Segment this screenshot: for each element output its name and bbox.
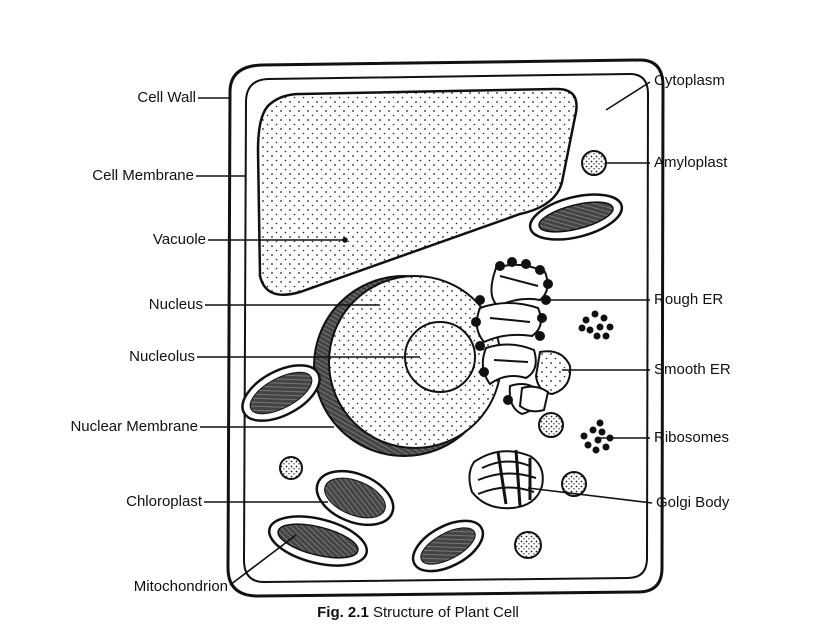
- label-nuclear-membrane: Nuclear Membrane: [70, 418, 198, 435]
- vesicle: [538, 412, 564, 438]
- label-golgi-body: Golgi Body: [656, 494, 730, 511]
- vesicle: [561, 471, 587, 497]
- mitochondrion: [267, 515, 369, 567]
- cell-wall: [226, 58, 665, 598]
- chloroplast: [315, 469, 395, 527]
- label-nucleolus: Nucleolus: [129, 348, 195, 365]
- vesicle: [514, 531, 542, 559]
- vesicle: [279, 456, 303, 480]
- cell-membrane: [242, 72, 650, 584]
- label-vacuole: Vacuole: [152, 231, 206, 248]
- label-chloroplast: Chloroplast: [126, 493, 202, 510]
- ribosome-cluster-upper: [578, 310, 614, 340]
- mitochondrion-top-right: [528, 193, 624, 241]
- label-mitochondrion: Mitochondrion: [133, 578, 228, 595]
- chloroplast-bottom: [411, 519, 485, 573]
- golgi-body: [468, 449, 544, 510]
- figure-number: Fig. 2.1: [317, 604, 369, 621]
- ribosome-cluster-lower: [580, 419, 614, 454]
- vacuole: [256, 87, 578, 296]
- label-nucleus: Nucleus: [148, 296, 203, 313]
- smooth-er: [518, 350, 572, 413]
- label-cell-membrane: Cell Membrane: [92, 167, 194, 184]
- figure-caption: Fig. 2.1 Structure of Plant Cell: [0, 604, 836, 621]
- label-smooth-er: Smooth ER: [654, 361, 731, 378]
- label-amyloplast: Amyloplast: [654, 154, 728, 171]
- label-cytoplasm: Cytoplasm: [654, 72, 725, 89]
- label-rough-er: Rough ER: [654, 291, 724, 308]
- label-cell-wall: Cell Wall: [137, 89, 196, 106]
- amyloplast: [581, 150, 607, 176]
- chloroplast-left: [241, 364, 321, 422]
- label-ribosomes: Ribosomes: [654, 429, 730, 446]
- leader-lines: [196, 81, 653, 586]
- figure-title: Structure of Plant Cell: [372, 604, 519, 621]
